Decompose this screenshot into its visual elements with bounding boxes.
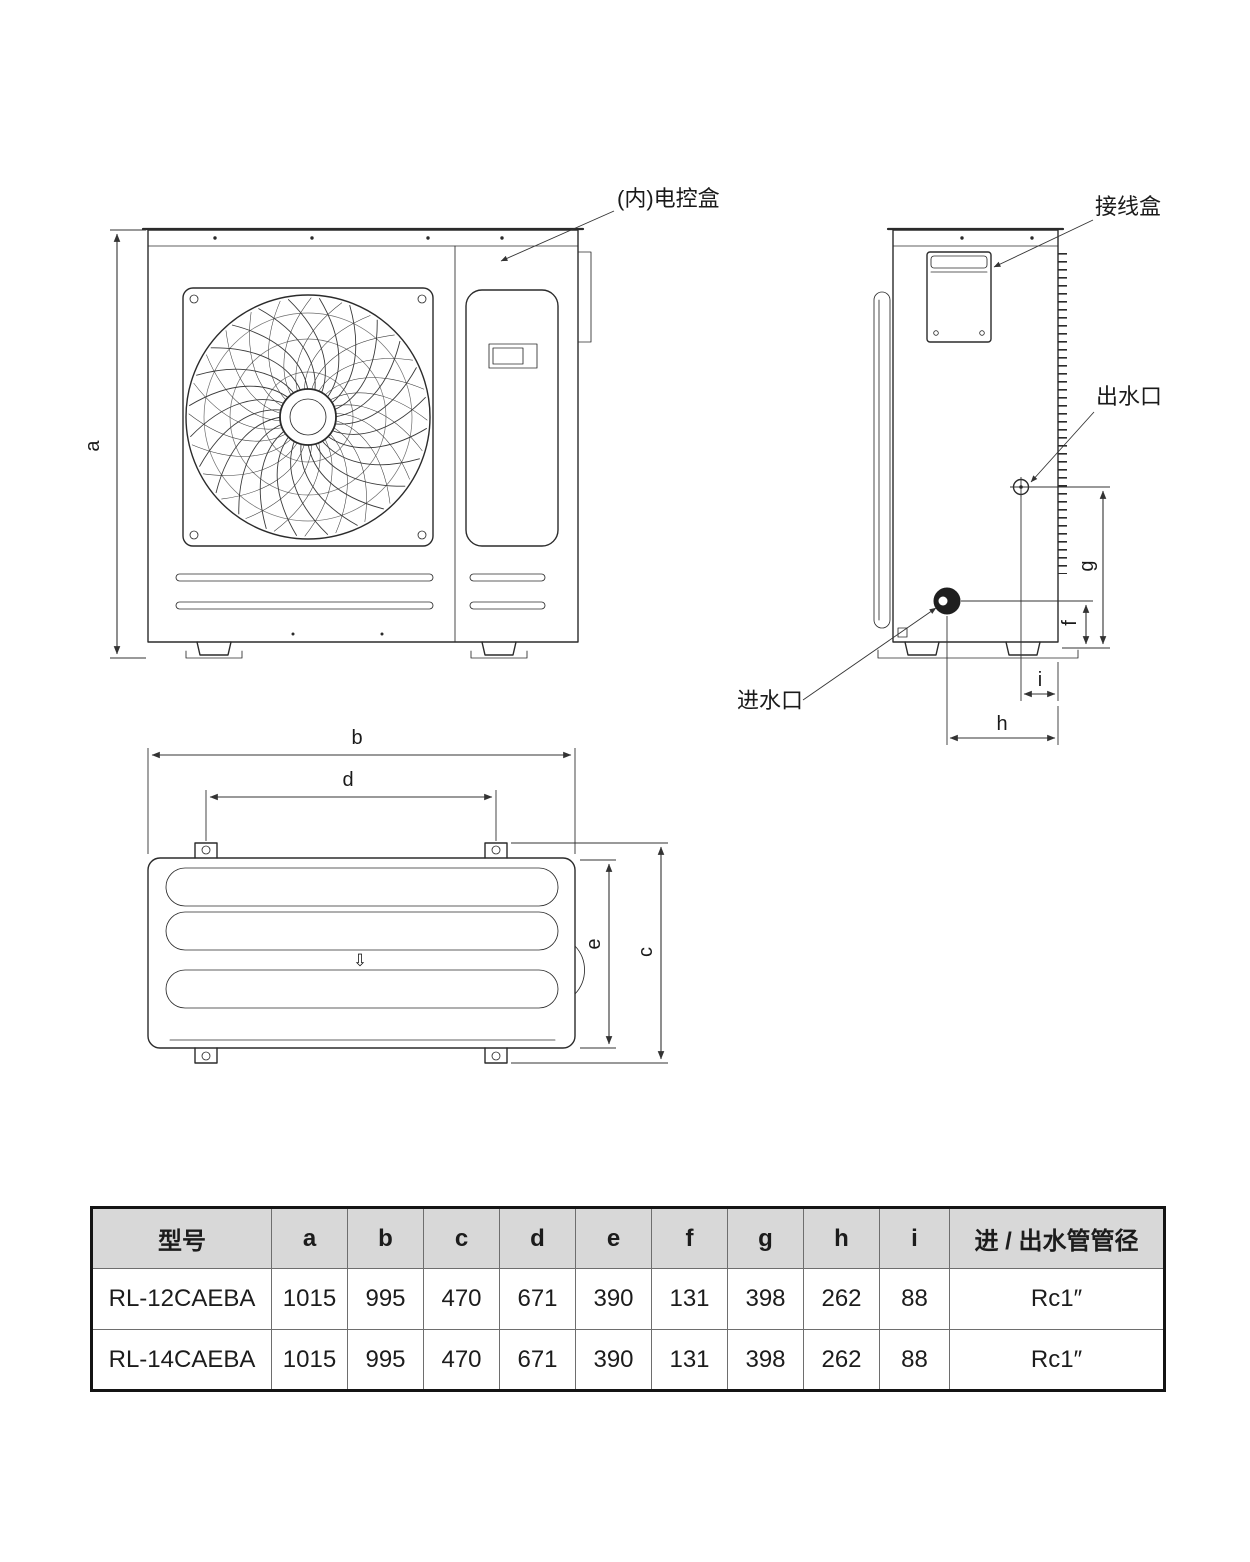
dim-g-label: g bbox=[1076, 560, 1098, 571]
dim-g: g bbox=[1030, 486, 1110, 649]
header-d: d bbox=[499, 1207, 576, 1269]
header-model: 型号 bbox=[91, 1207, 272, 1269]
cell-d: 671 bbox=[499, 1329, 576, 1391]
top-view: ⇩ bbox=[147, 842, 585, 1064]
dim-i: i bbox=[1020, 496, 1059, 701]
cell-c: 470 bbox=[423, 1268, 500, 1330]
cell-g: 398 bbox=[727, 1268, 804, 1330]
dim-a-label: a bbox=[82, 440, 104, 452]
cell-pipe-size: Rc1″ bbox=[949, 1268, 1165, 1330]
header-h: h bbox=[803, 1207, 880, 1269]
junction-box-label: 接线盒 bbox=[1095, 194, 1161, 219]
dim-e-label: e bbox=[583, 938, 605, 949]
airflow-arrow: ⇩ bbox=[353, 951, 367, 970]
control-box-callout: (内)电控盒 bbox=[500, 186, 720, 262]
water-outlet-label: 出水口 bbox=[1096, 384, 1162, 409]
cell-pipe-size: Rc1″ bbox=[949, 1329, 1165, 1391]
cell-e: 390 bbox=[575, 1329, 652, 1391]
cell-h: 262 bbox=[803, 1329, 880, 1391]
control-panel bbox=[465, 289, 559, 547]
dim-c-label: c bbox=[635, 947, 657, 957]
cell-f: 131 bbox=[651, 1329, 728, 1391]
cell-model: RL-12CAEBA bbox=[91, 1268, 272, 1330]
dim-d-label: d bbox=[342, 769, 353, 791]
cell-b: 995 bbox=[347, 1268, 424, 1330]
dim-e: e bbox=[580, 859, 616, 1049]
table-header-row: 型号 a b c d e f g h i 进 / 出水管管径 bbox=[91, 1207, 1165, 1269]
front-vents bbox=[175, 573, 546, 636]
header-i: i bbox=[879, 1207, 950, 1269]
cell-model: RL-14CAEBA bbox=[91, 1329, 272, 1391]
dim-h-label: h bbox=[996, 713, 1007, 735]
dim-i-label: i bbox=[1038, 669, 1042, 691]
mount-tab-top-left bbox=[194, 842, 218, 859]
water-inlet-label: 进水口 bbox=[737, 688, 803, 713]
dim-b: b bbox=[147, 727, 576, 854]
mount-tab-top-right bbox=[484, 842, 508, 859]
cell-e: 390 bbox=[575, 1268, 652, 1330]
header-e: e bbox=[575, 1207, 652, 1269]
header-f: f bbox=[651, 1207, 728, 1269]
dim-f-label: f bbox=[1059, 620, 1081, 626]
control-box-label: (内)电控盒 bbox=[617, 186, 720, 211]
cell-b: 995 bbox=[347, 1329, 424, 1391]
header-b: b bbox=[347, 1207, 424, 1269]
fan-grille bbox=[182, 287, 434, 547]
header-g: g bbox=[727, 1207, 804, 1269]
cell-f: 131 bbox=[651, 1268, 728, 1330]
dimension-table: 型号 a b c d e f g h i 进 / 出水管管径 RL-12CAEB… bbox=[90, 1206, 1166, 1392]
cell-d: 671 bbox=[499, 1268, 576, 1330]
water-outlet-port bbox=[1010, 477, 1032, 497]
side-view bbox=[873, 227, 1079, 659]
header-a: a bbox=[271, 1207, 348, 1269]
table-row: RL-12CAEBA 1015 995 470 671 390 131 398 … bbox=[91, 1268, 1165, 1330]
cell-a: 1015 bbox=[271, 1268, 348, 1330]
dim-c: c bbox=[511, 842, 668, 1064]
dim-d: d bbox=[205, 769, 497, 841]
water-inlet-callout: 进水口 bbox=[737, 607, 937, 713]
cell-c: 470 bbox=[423, 1329, 500, 1391]
header-c: c bbox=[423, 1207, 500, 1269]
header-pipe-size: 进 / 出水管管径 bbox=[949, 1207, 1165, 1269]
cell-i: 88 bbox=[879, 1329, 950, 1391]
mount-tab-bottom-right bbox=[484, 1047, 508, 1064]
dim-a: a bbox=[82, 229, 146, 659]
dim-f: f bbox=[961, 600, 1093, 645]
dim-b-label: b bbox=[351, 727, 362, 749]
water-outlet-callout: 出水口 bbox=[1030, 384, 1162, 483]
cell-a: 1015 bbox=[271, 1329, 348, 1391]
water-inlet-port bbox=[933, 587, 961, 615]
side-base bbox=[877, 627, 1079, 659]
side-grille-edge bbox=[873, 291, 891, 629]
cell-i: 88 bbox=[879, 1268, 950, 1330]
dim-h: h bbox=[946, 616, 1059, 745]
front-feet bbox=[185, 641, 528, 659]
cell-h: 262 bbox=[803, 1268, 880, 1330]
cell-g: 398 bbox=[727, 1329, 804, 1391]
junction-box bbox=[926, 251, 992, 343]
junction-box-callout: 接线盒 bbox=[993, 194, 1161, 268]
front-view bbox=[141, 227, 592, 659]
mount-tab-bottom-left bbox=[194, 1047, 218, 1064]
table-row: RL-14CAEBA 1015 995 470 671 390 131 398 … bbox=[91, 1329, 1165, 1391]
